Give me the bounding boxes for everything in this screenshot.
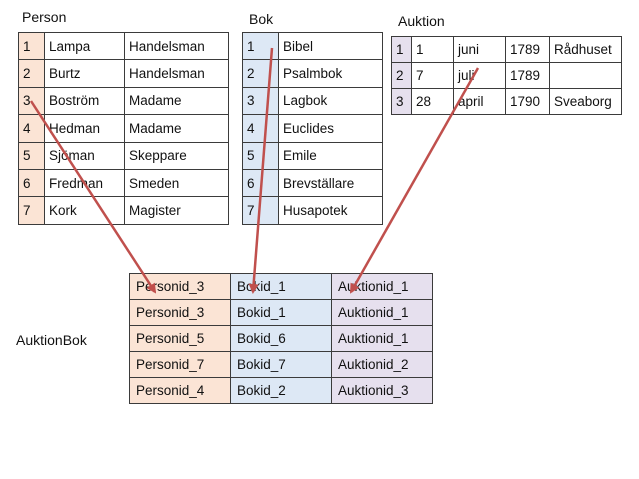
auktion-row-cell: 1790 — [505, 88, 550, 115]
bok-row-cell: Emile — [278, 141, 383, 170]
person-row-cell: 1 — [18, 31, 45, 61]
auktion-row-cell: juni — [453, 36, 506, 63]
auktionbok-row-cell: Auktionid_1 — [331, 325, 433, 352]
bok-row-cell: Bibel — [278, 31, 383, 61]
auktionbok-row-cell: Auktionid_1 — [331, 273, 433, 300]
auktion-row-cell: 1 — [391, 36, 412, 63]
auktion-row-cell: 28 — [411, 88, 454, 115]
auktionbok-row-cell: Auktionid_3 — [331, 377, 433, 404]
auktion-row-cell: juli — [453, 62, 506, 89]
person-row-cell: Madame — [124, 114, 229, 143]
person-row-cell: Hedman — [44, 114, 125, 143]
person-row-cell: Boström — [44, 86, 125, 116]
person-row-cell: 7 — [18, 196, 45, 225]
auktionbok-row-cell: Personid_3 — [129, 273, 231, 300]
person-row-cell: Kork — [44, 196, 125, 225]
person-row-cell: Burtz — [44, 59, 125, 88]
bok-row-cell: Lagbok — [278, 86, 383, 116]
bok-table-title: Bok — [249, 11, 274, 27]
auktionbok-row-cell: Bokid_2 — [230, 377, 332, 404]
bok-row-cell: 5 — [242, 141, 279, 170]
auktionbok-row-cell: Bokid_1 — [230, 299, 332, 326]
auktionbok-row-cell: Personid_3 — [129, 299, 231, 326]
auktion-row-cell: 3 — [391, 88, 412, 115]
person-row-cell: Sjöman — [44, 141, 125, 170]
person-row-cell: Smeden — [124, 168, 229, 198]
person-table-title: Person — [22, 9, 67, 25]
bok-row-cell: Euclides — [278, 114, 383, 143]
bok-row-cell: Brevställare — [278, 168, 383, 198]
auktion-row-cell: Sveaborg — [549, 88, 622, 115]
person-row-cell: 4 — [18, 114, 45, 143]
auktionbok-table-title: AuktionBok — [16, 332, 87, 348]
auktion-row-cell: april — [453, 88, 506, 115]
person-row-cell: Skeppare — [124, 141, 229, 170]
bok-row-cell: 6 — [242, 168, 279, 198]
auktionbok-row-cell: Personid_5 — [129, 325, 231, 352]
auktion-row-cell — [549, 62, 622, 89]
person-row-cell: Madame — [124, 86, 229, 116]
auktion-row-cell: 1 — [411, 36, 454, 63]
auktion-row-cell: 1789 — [505, 36, 550, 63]
auktionbok-row-cell: Personid_4 — [129, 377, 231, 404]
auktion-row-cell: 1789 — [505, 62, 550, 89]
auktion-table-title: Auktion — [398, 13, 445, 29]
auktionbok-row-cell: Bokid_6 — [230, 325, 332, 352]
auktion-row-cell: Rådhuset — [549, 36, 622, 63]
person-row-cell: Handelsman — [124, 59, 229, 88]
auktionbok-row-cell: Auktionid_2 — [331, 351, 433, 378]
bok-row-cell: 4 — [242, 114, 279, 143]
bok-row-cell: Husapotek — [278, 196, 383, 225]
person-row-cell: 5 — [18, 141, 45, 170]
person-row-cell: Lampa — [44, 31, 125, 61]
person-row-cell: 6 — [18, 168, 45, 198]
bok-row-cell: Psalmbok — [278, 59, 383, 88]
bok-row-cell: 2 — [242, 59, 279, 88]
bok-row-cell: 7 — [242, 196, 279, 225]
person-row-cell: Handelsman — [124, 31, 229, 61]
bok-row-cell: 1 — [242, 31, 279, 61]
person-row-cell: Fredman — [44, 168, 125, 198]
auktionbok-row-cell: Auktionid_1 — [331, 299, 433, 326]
person-row-cell: 3 — [18, 86, 45, 116]
auktionbok-row-cell: Bokid_7 — [230, 351, 332, 378]
auktionbok-row-cell: Personid_7 — [129, 351, 231, 378]
person-row-cell: Magister — [124, 196, 229, 225]
auktion-row-cell: 7 — [411, 62, 454, 89]
auktion-row-cell: 2 — [391, 62, 412, 89]
person-row-cell: 2 — [18, 59, 45, 88]
auktionbok-row-cell: Bokid_1 — [230, 273, 332, 300]
bok-row-cell: 3 — [242, 86, 279, 116]
